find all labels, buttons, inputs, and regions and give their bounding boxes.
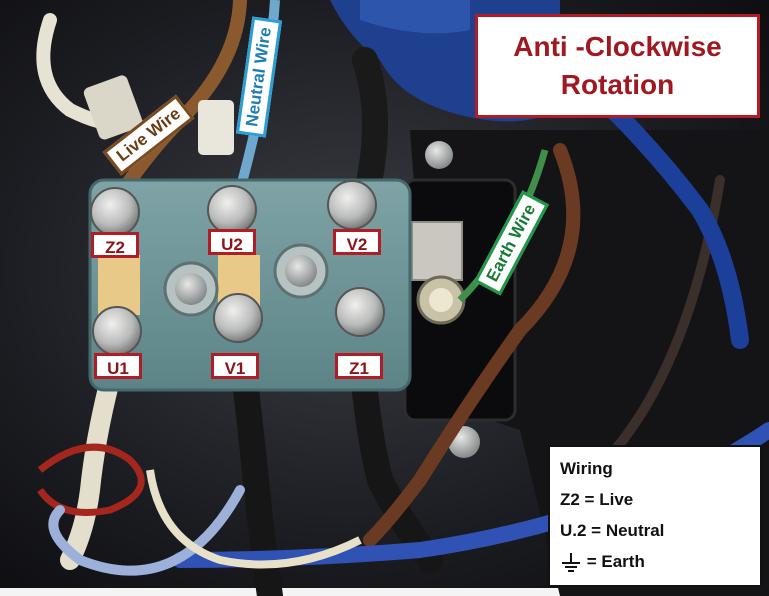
light-blue-wire-loop [48, 485, 245, 576]
rotation-title-box: Anti -Clockwise Rotation [475, 14, 760, 118]
terminal-label-v1: V1 [211, 353, 259, 379]
earth-ground-icon [562, 552, 580, 572]
terminal-nut-v2 [327, 180, 377, 230]
block-screw-right-head [285, 255, 317, 287]
terminal-nut-u2 [207, 185, 257, 235]
terminal-nut-z2 [90, 187, 140, 237]
terminal-nut-v1 [213, 293, 263, 343]
block-screw-left-head [175, 273, 207, 305]
photo-border [0, 588, 769, 596]
terminal-nut-z1 [335, 287, 385, 337]
terminal-label-v2: V2 [333, 229, 381, 255]
legend-earth-row: = Earth [560, 546, 750, 577]
white-wire-sleeve [83, 75, 143, 140]
legend-live-row: Z2 = Live [560, 490, 634, 509]
legend-heading: Wiring [560, 459, 613, 478]
cream-wire-bottom [146, 469, 362, 569]
legend-neutral-row: U.2 = Neutral [560, 521, 665, 540]
terminal-label-z2: Z2 [91, 232, 139, 258]
u2-wire-sleeve [198, 100, 234, 155]
rotation-title-line1: Anti -Clockwise [513, 31, 722, 62]
terminal-nut-u1 [92, 306, 142, 356]
link-z2-u1 [98, 255, 140, 315]
terminal-label-z1: Z1 [335, 353, 383, 379]
earth-bracket [411, 221, 463, 281]
terminal-label-u1: U1 [94, 353, 142, 379]
housing-screw-top [425, 141, 453, 169]
brown-wire-right [363, 143, 581, 547]
rotation-title-line2: Rotation [560, 69, 675, 100]
wiring-legend: Wiring Z2 = Live U.2 = Neutral = Earth [548, 445, 762, 587]
earth-screw-head [429, 288, 453, 312]
terminal-label-u2: U2 [208, 229, 256, 255]
capacitor-highlight [360, 0, 470, 34]
legend-earth-label: = Earth [586, 552, 645, 571]
white-wire-u1 [60, 370, 120, 570]
red-wire-coil [37, 443, 145, 516]
